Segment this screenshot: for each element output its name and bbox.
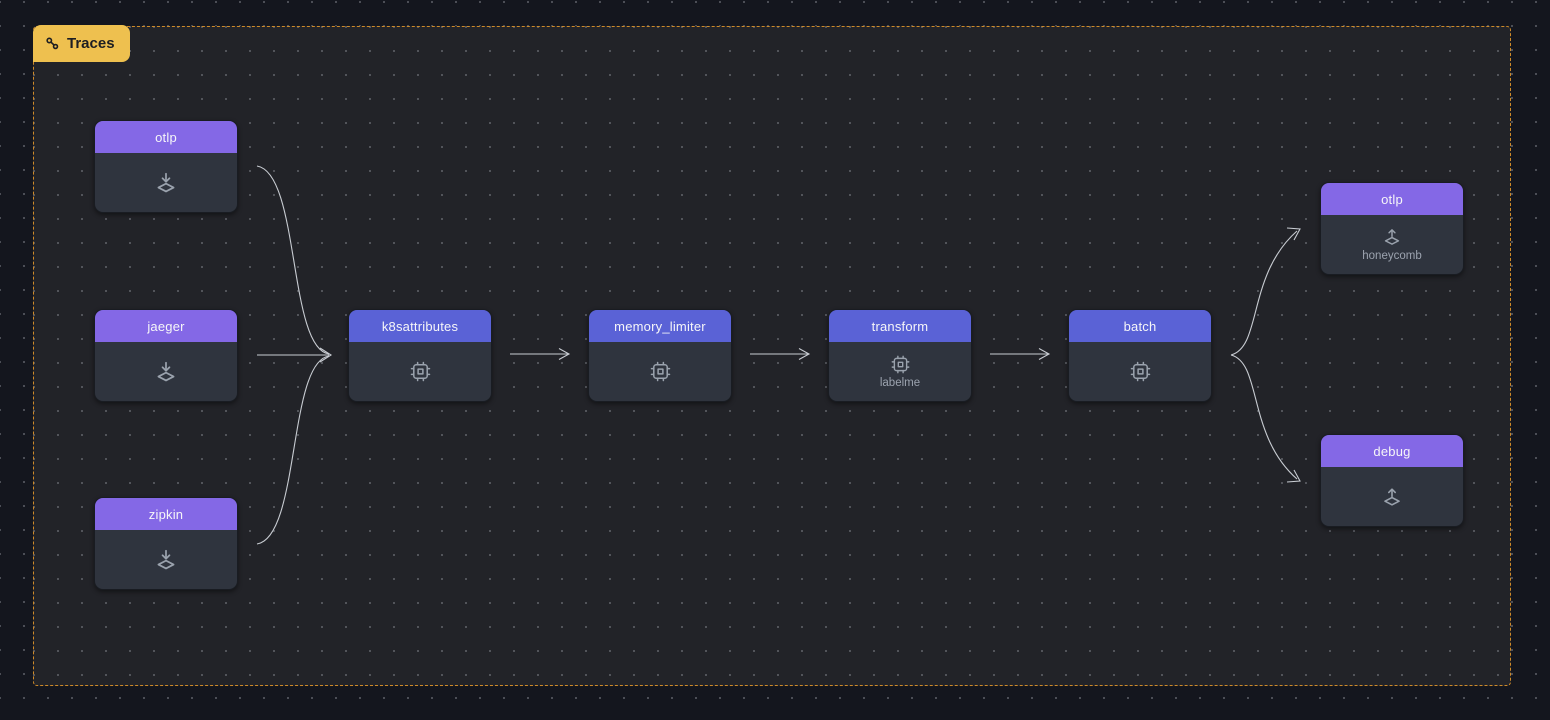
node-processor-memory-limiter[interactable]: memory_limiter (588, 309, 732, 402)
node-receiver-otlp[interactable]: otlp (94, 120, 238, 213)
node-exporter-debug[interactable]: debug (1320, 434, 1464, 527)
node-header: debug (1321, 435, 1463, 467)
node-processor-batch[interactable]: batch (1068, 309, 1212, 402)
edge-zipkin-to-k8sattributes (256, 355, 330, 545)
traces-badge-label: Traces (67, 35, 115, 52)
node-header: otlp (95, 121, 237, 153)
node-header: k8sattributes (349, 310, 491, 342)
node-label: batch (1123, 318, 1157, 334)
edge-batch-to-otlp-exporter (1230, 227, 1301, 356)
upload-box-icon (1384, 487, 1400, 506)
node-body (95, 153, 237, 212)
download-box-icon (157, 361, 175, 381)
node-label: memory_limiter (614, 318, 706, 334)
upload-box-icon (1384, 229, 1400, 246)
node-header: memory_limiter (589, 310, 731, 342)
merge-arrowhead (319, 347, 333, 363)
edge-otlp-to-k8sattributes (256, 165, 330, 355)
edge-memory-limiter-to-transform (750, 348, 811, 360)
node-receiver-jaeger[interactable]: jaeger (94, 309, 238, 402)
node-header: otlp (1321, 183, 1463, 215)
node-sublabel: honeycomb (1362, 250, 1422, 263)
node-body (95, 530, 237, 589)
node-label: jaeger (147, 318, 185, 334)
node-processor-transform[interactable]: transform labelme (828, 309, 972, 402)
node-label: otlp (1381, 191, 1403, 207)
node-header: jaeger (95, 310, 237, 342)
node-sublabel: labelme (879, 376, 921, 389)
cpu-icon (650, 361, 670, 382)
traces-pipeline-region (33, 26, 1511, 686)
node-label: transform (871, 318, 929, 334)
node-body: labelme (829, 342, 971, 401)
traces-badge[interactable]: Traces (33, 25, 130, 62)
node-body (589, 342, 731, 401)
node-receiver-zipkin[interactable]: zipkin (94, 497, 238, 590)
node-label: debug (1373, 443, 1411, 459)
node-body: honeycomb (1321, 215, 1463, 274)
node-body (1069, 342, 1211, 401)
download-box-icon (157, 549, 175, 569)
node-header: transform (829, 310, 971, 342)
node-processor-k8sattributes[interactable]: k8sattributes (348, 309, 492, 402)
trace-route-icon (45, 36, 60, 51)
node-header: batch (1069, 310, 1211, 342)
cpu-icon (1130, 361, 1150, 382)
cpu-icon (410, 361, 430, 382)
edge-transform-to-batch (990, 348, 1051, 360)
edge-batch-to-debug-exporter (1230, 354, 1301, 483)
node-label: zipkin (148, 506, 184, 522)
node-label: k8sattributes (381, 318, 459, 334)
node-body (349, 342, 491, 401)
node-exporter-otlp[interactable]: otlp honeycomb (1320, 182, 1464, 275)
node-body (95, 342, 237, 401)
download-box-icon (157, 172, 175, 192)
cpu-icon (891, 355, 909, 374)
node-label: otlp (155, 129, 177, 145)
node-header: zipkin (95, 498, 237, 530)
edge-k8sattributes-to-memory-limiter (510, 348, 571, 360)
node-body (1321, 467, 1463, 526)
